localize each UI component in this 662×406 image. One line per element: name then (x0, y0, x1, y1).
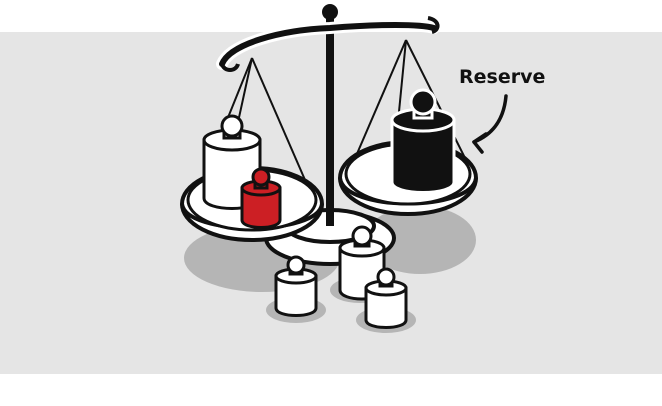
reserve-label: Reserve (459, 66, 546, 88)
arrow-icon (472, 94, 508, 154)
scale-pillar (322, 4, 338, 226)
weight-icon (390, 88, 456, 194)
weight-icon (274, 255, 318, 317)
weight-icon (240, 167, 282, 229)
weight-icon (364, 267, 408, 329)
